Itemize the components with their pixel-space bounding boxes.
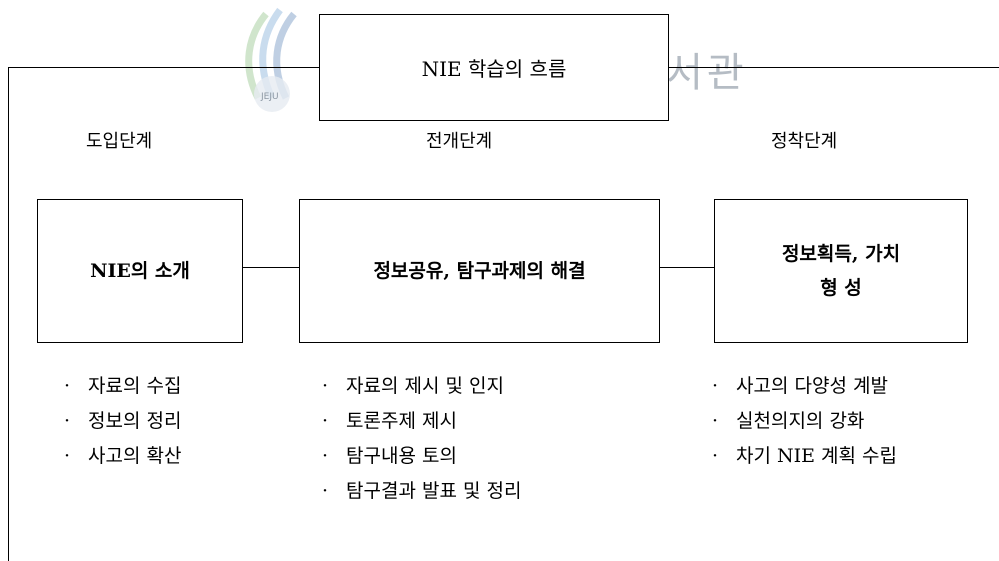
list-item: ·정보의 정리 bbox=[64, 410, 182, 432]
frame-top-left-line bbox=[8, 67, 319, 68]
stage-label-development: 전개단계 bbox=[426, 131, 493, 152]
development-item-list: ·자료의 제시 및 인지 ·토론주제 제시 ·탐구내용 토의 ·탐구결과 발표 … bbox=[322, 369, 521, 509]
diagram-title: NIE 학습의 흐름 bbox=[421, 57, 567, 81]
stage-box-development: 정보공유, 탐구과제의 해결 bbox=[299, 199, 660, 343]
frame-top-right-line bbox=[669, 67, 999, 68]
stage-box-development-text: 정보공유, 탐구과제의 해결 bbox=[373, 260, 586, 282]
list-item: ·사고의 확산 bbox=[64, 445, 182, 467]
intro-item-list: ·자료의 수집 ·정보의 정리 ·사고의 확산 bbox=[64, 369, 181, 474]
list-item: ·사고의 다양성 계발 bbox=[712, 375, 888, 397]
list-item: ·실천의지의 강화 bbox=[712, 410, 865, 432]
list-item: ·자료의 제시 및 인지 bbox=[322, 375, 504, 397]
stage-box-settlement-line-1: 정보획득, 가치 bbox=[781, 243, 901, 265]
list-item: ·탐구결과 발표 및 정리 bbox=[322, 480, 522, 502]
stage-box-intro-text: NIE의 소개 bbox=[90, 260, 190, 282]
title-box: NIE 학습의 흐름 bbox=[319, 14, 669, 121]
list-item: ·탐구내용 토의 bbox=[322, 445, 457, 467]
stage-label-intro: 도입단계 bbox=[86, 131, 153, 152]
stage-box-settlement: 정보획득, 가치 형 성 bbox=[714, 199, 968, 343]
stage-box-intro: NIE의 소개 bbox=[37, 199, 243, 343]
stage-box-settlement-line-2: 형 성 bbox=[820, 277, 862, 299]
settlement-item-list: ·사고의 다양성 계발 ·실천의지의 강화 ·차기 NIE 계획 수립 bbox=[712, 369, 897, 474]
logo-text: JEJU bbox=[260, 92, 279, 102]
connector-intro-development bbox=[243, 267, 299, 268]
stage-label-settlement: 정착단계 bbox=[771, 131, 838, 152]
university-logo-icon: JEJU bbox=[245, 7, 297, 112]
frame-left-line bbox=[8, 67, 9, 561]
connector-development-settlement bbox=[660, 267, 714, 268]
list-item: ·자료의 수집 bbox=[64, 375, 182, 397]
list-item: ·토론주제 제시 bbox=[322, 410, 457, 432]
list-item: ·차기 NIE 계획 수립 bbox=[712, 445, 897, 467]
